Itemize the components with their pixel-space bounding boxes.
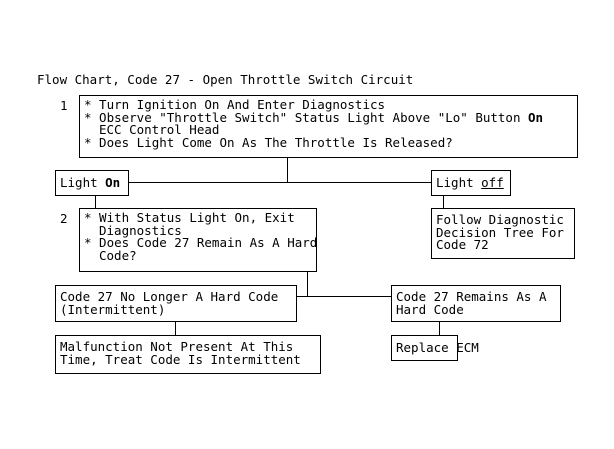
remains-line: Hard Code bbox=[396, 301, 464, 317]
replace-ecm-label: Replace ECM bbox=[396, 340, 479, 355]
step1-box: * Turn Ignition On And Enter Diagnostics… bbox=[79, 95, 578, 158]
step2-line: Diagnostics bbox=[99, 222, 182, 238]
connector-light-branch bbox=[128, 182, 431, 183]
connector-step2 bbox=[307, 271, 308, 297]
follow-line: Decision Tree For bbox=[436, 224, 564, 240]
light-on-label: Light bbox=[60, 175, 106, 190]
step-number-2: 2 bbox=[60, 211, 68, 226]
step-number-1: 1 bbox=[60, 98, 68, 113]
connector-hard-code bbox=[439, 321, 440, 335]
no-longer-hard-code-box: Code 27 No Longer A Hard Code(Intermitte… bbox=[55, 285, 297, 322]
no-longer-line: Code 27 No Longer A Hard Code bbox=[60, 289, 279, 304]
step1-line: * Does Light Come On As The Throttle Is … bbox=[84, 134, 453, 150]
malfunction-line: Malfunction Not Present At This bbox=[60, 339, 294, 354]
step1-emphasis: On bbox=[528, 109, 544, 125]
step1-line: ECC Control Head bbox=[99, 122, 220, 137]
no-longer-line: (Intermittent) bbox=[60, 301, 166, 317]
light-off-emphasis: off bbox=[481, 175, 504, 190]
connector-light-on bbox=[95, 195, 96, 208]
follow-line: Follow Diagnostic bbox=[436, 212, 564, 227]
connector-light-off bbox=[443, 195, 444, 208]
remains-line: Code 27 Remains As A bbox=[396, 289, 547, 304]
step2-line: * Does Code 27 Remain As A Hard bbox=[84, 235, 318, 250]
replace-ecm-box: Replace ECM bbox=[391, 335, 479, 361]
step2-line: * With Status Light On, Exit bbox=[84, 210, 295, 225]
light-off-label: Light bbox=[436, 175, 482, 190]
malfunction-line: Time, Treat Code Is Intermittent bbox=[60, 351, 301, 367]
step2-line: Code? bbox=[99, 247, 137, 263]
step1-line: * Observe "Throttle Switch" Status Light… bbox=[84, 109, 529, 125]
light-off-box: Light off bbox=[431, 170, 511, 196]
step1-line: * Turn Ignition On And Enter Diagnostics bbox=[84, 97, 386, 112]
light-on-box: Light On bbox=[55, 170, 129, 196]
light-on-emphasis: On bbox=[105, 175, 121, 190]
connector-code-branch bbox=[296, 296, 392, 297]
chart-title: Flow Chart, Code 27 - Open Throttle Swit… bbox=[37, 72, 414, 87]
connector-step1 bbox=[287, 157, 288, 183]
connector-intermittent bbox=[175, 321, 176, 335]
follow-line: Code 72 bbox=[436, 237, 489, 252]
